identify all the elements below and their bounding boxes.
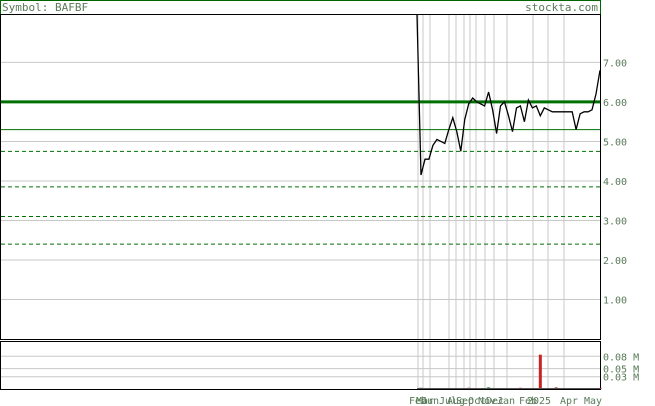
x-tick-label: Nov bbox=[478, 396, 496, 406]
x-tick-label: Apr bbox=[560, 396, 578, 406]
price-tick-label: 6.00 bbox=[603, 98, 627, 109]
x-tick-label: Aug bbox=[447, 396, 465, 406]
price-tick-label: 3.00 bbox=[603, 216, 627, 227]
site-label: stockta.com bbox=[525, 1, 598, 14]
price-tick-label: 4.00 bbox=[603, 177, 627, 188]
x-tick-label: Jun bbox=[421, 396, 439, 406]
volume-tick-label: 0.03 M bbox=[603, 373, 639, 384]
price-line bbox=[416, 14, 601, 176]
volume-bar bbox=[538, 354, 542, 389]
x-tick-label: Jul bbox=[439, 396, 457, 406]
x-tick-label: Sep bbox=[456, 396, 474, 406]
price-tick-label: 1.00 bbox=[603, 295, 627, 306]
x-tick-label: Feb bbox=[519, 396, 537, 406]
volume-bars bbox=[417, 354, 602, 389]
support-resistance-lines bbox=[1, 100, 600, 245]
price-series bbox=[416, 14, 601, 176]
header-frame bbox=[0, 0, 601, 15]
x-tick-label: May bbox=[584, 396, 602, 406]
price-panel bbox=[0, 14, 601, 340]
x-tick-label: Feb bbox=[409, 396, 427, 406]
volume-y-axis: 0.08 M 0.05 M0.03 M bbox=[603, 352, 639, 383]
volume-tick-label: 0.08 M bbox=[603, 352, 639, 363]
volume-grid bbox=[1, 342, 600, 389]
x-tick-label: Dec bbox=[486, 396, 504, 406]
volume-tick-label: 0.05 M bbox=[603, 365, 639, 376]
price-tick-label: 7.00 bbox=[603, 58, 627, 69]
price-y-axis: 1.00 2.00 3.00 4.00 5.00 6.00 7.00 bbox=[603, 58, 627, 306]
x-tick-label: Mar bbox=[416, 396, 434, 406]
volume-panel bbox=[0, 341, 601, 390]
symbol-label: Symbol: BAFBF bbox=[2, 1, 88, 14]
x-tick-label: Oct bbox=[468, 396, 486, 406]
price-tick-label: 5.00 bbox=[603, 137, 627, 148]
x-tick-label: 2025 bbox=[527, 396, 551, 406]
price-tick-label: 2.00 bbox=[603, 256, 627, 267]
x-tick-label: Jan bbox=[497, 396, 515, 406]
